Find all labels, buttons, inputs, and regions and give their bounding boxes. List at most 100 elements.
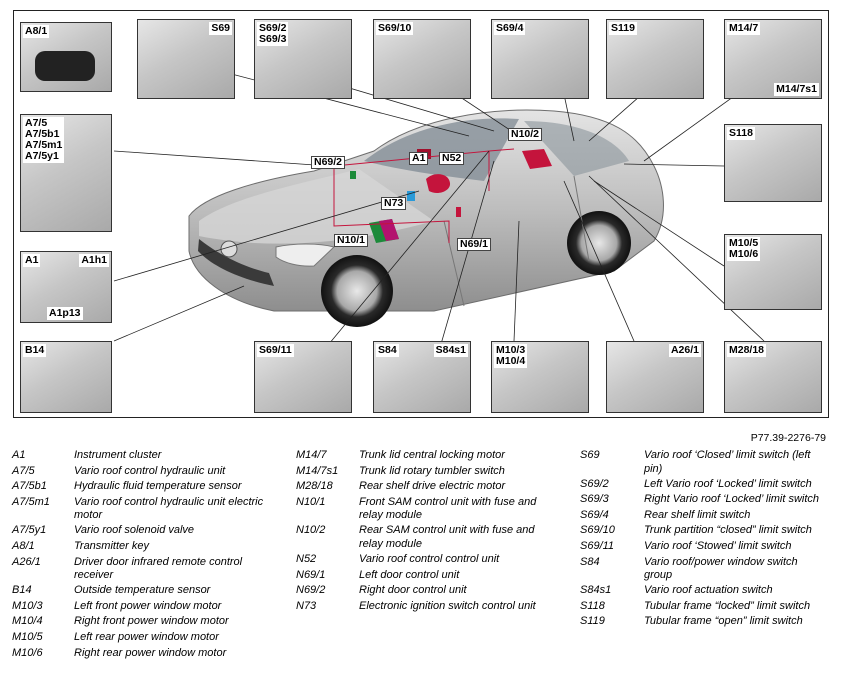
callout-s69-4: S69/4 [491,19,589,99]
legend-code: A26/1 [12,555,41,568]
legend-description: Tubular frame “locked” limit switch [644,599,811,612]
callout-label: A1p13 [47,307,83,320]
legend-code: S69 [580,449,600,461]
callout-s69-2-s69-3: S69/2 S69/3 [254,19,352,99]
car-grille [198,239,274,286]
callout-a1: A1 A1h1 A1p13 [20,251,112,323]
callout-a26-1: A26/1 [606,341,704,413]
legend-code: N73 [296,599,317,612]
callout-label: S84s1 [433,344,468,357]
callout-label: S69/2 S69/3 [257,22,289,46]
callout-b14: B14 [20,341,112,413]
legend-code: S84 [580,555,600,568]
legend-code: M10/4 [12,615,43,628]
legend-description: Driver door infrared remote control rece… [74,555,243,582]
star-emblem [220,240,238,258]
callout-label: M10/3 M10/4 [494,344,528,368]
component-n69-2 [350,171,356,179]
callout-label: B14 [23,344,47,357]
callout-label: S119 [609,22,637,35]
legend-description: Left front power window motor [74,599,222,612]
legend-code: N10/1 [296,495,326,508]
legend-code: M14/7s1 [296,464,339,477]
callout-label: M14/7 [727,22,761,35]
car-label-n73: N73 [381,197,407,210]
callout-s119: S119 [606,19,704,99]
legend-code: A7/5y1 [12,524,47,537]
callout-label: M10/5 M10/6 [727,237,761,261]
component-n52 [426,174,451,194]
car-label-n69-2: N69/2 [311,156,346,169]
legend-code: A8/1 [12,540,35,552]
legend-description: Rear SAM control unit with fuse and rela… [359,524,535,550]
figure-reference: P77.39-2276-79 [750,432,826,444]
callout-label: S69/10 [376,22,414,35]
legend-code: B14 [12,584,32,597]
callout-label: A8/1 [23,25,50,38]
legend-description: Vario roof control hydraulic unit [74,464,226,477]
car-label-n52: N52 [439,152,465,165]
callout-m14-7: M14/7 M14/7s1 [724,19,822,99]
legend-code: S69/10 [580,524,615,537]
legend-code: M10/3 [12,599,43,612]
legend-description: Right front power window motor [74,615,229,628]
callout-label: A1 [23,254,41,267]
legend-description: Left door control unit [359,568,460,581]
legend-description: Electronic ignition switch control unit [359,599,536,612]
legend-description: Left Vario roof ‘Locked’ limit switch [644,477,812,490]
legend-description: Vario roof control control unit [359,553,500,565]
component-n73 [407,191,415,201]
callout-label: S84 [376,344,399,357]
callout-a7-5: A7/5 A7/5b1 A7/5m1 A7/5y1 [20,114,112,232]
legend-code: A7/5m1 [12,495,50,508]
legend-description: Vario roof ‘Closed’ limit switch (left p… [644,449,811,475]
car-label-n69-1: N69/1 [457,238,492,251]
legend-description: Left rear power window motor [74,631,219,643]
car-rear-window [524,121,629,176]
legend-code: S119 [580,615,605,628]
legend-description: Vario roof actuation switch [644,584,773,597]
legend-description: Transmitter key [74,540,149,552]
callout-label: A26/1 [668,344,701,357]
callout-label: A1h1 [79,254,109,267]
legend-description: Hydraulic fluid temperature sensor [74,480,242,493]
legend-code: M10/5 [12,631,43,643]
legend-description: Right Vario roof ‘Locked’ limit switch [644,493,820,506]
car-windshield [364,118,519,181]
car-label-n10-1: N10/1 [334,234,369,247]
legend-description: Tubular frame “open” limit switch [644,615,803,628]
callout-label: M28/18 [727,344,767,357]
callout-s69-11: S69/11 [254,341,352,413]
legend-code: A7/5b1 [12,480,47,493]
legend-description: Front SAM control unit with fuse and rel… [359,495,537,522]
rear-wheel [567,211,631,275]
legend-code: S69/3 [580,493,609,506]
component-n10-2 [522,149,552,169]
callout-m10-5-m10-6: M10/5 M10/6 [724,234,822,310]
legend-code: N52 [296,553,317,565]
component-n69-1 [456,207,461,217]
front-wheel [321,255,393,327]
legend-description: Trunk lid rotary tumbler switch [359,464,505,477]
callout-label: M14/7s1 [774,83,819,96]
legend-code: A7/5 [12,464,35,477]
callout-s118: S118 [724,124,822,202]
legend-code: S69/4 [580,508,609,521]
car-label-a1: A1 [409,152,429,165]
legend-code: M28/18 [296,480,333,493]
callout-s69-10: S69/10 [373,19,471,99]
legend-description: Rear shelf limit switch [644,508,751,521]
legend-code: S118 [580,599,605,612]
legend-description: Vario roof solenoid valve [74,524,195,537]
car-illustration [113,65,770,357]
legend-code: M10/6 [12,646,43,659]
callout-label: A7/5 A7/5b1 A7/5m1 A7/5y1 [23,117,65,163]
callout-label: S69/11 [257,344,294,357]
legend-description: Vario roof control hydraulic unit electr… [74,495,264,522]
callout-m28-18: M28/18 [724,341,822,413]
callout-m10-3-m10-4: M10/3 M10/4 [491,341,589,413]
key-fob-image [35,51,95,81]
legend-description: Rear shelf drive electric motor [359,480,506,493]
legend-description: Vario roof/power window switch group [644,555,798,582]
legend-description: Instrument cluster [74,449,162,461]
